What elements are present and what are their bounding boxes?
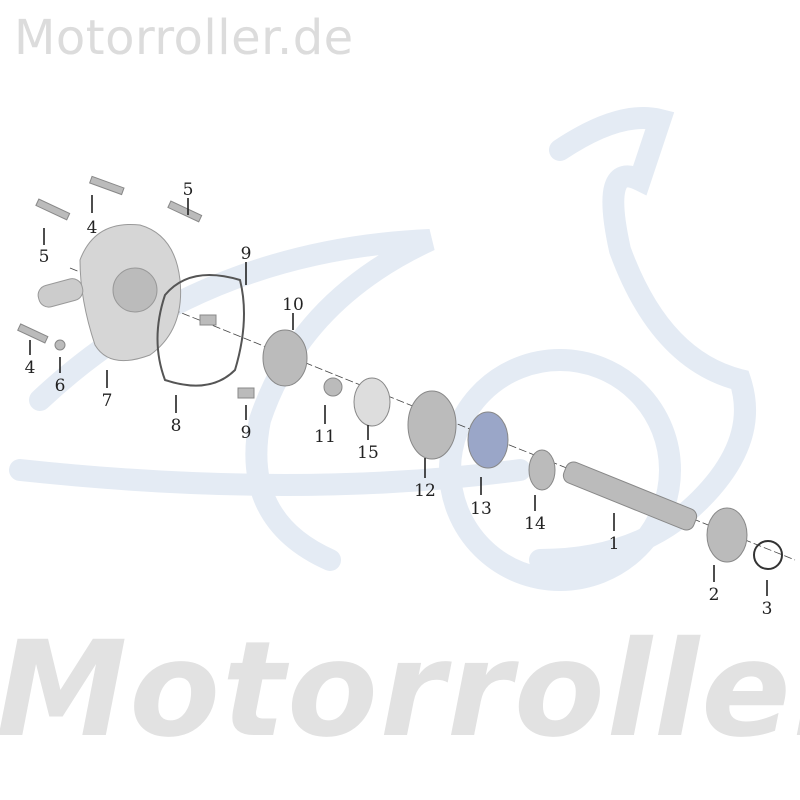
circlip [753,540,783,570]
dowel-pin [199,314,217,326]
bearing-14 [528,449,556,491]
callout-3: 3 [762,599,773,619]
callout-5: 5 [183,180,194,200]
callout-14: 14 [524,514,546,534]
callout-8: 8 [171,416,182,436]
watermark-bottom: Motorroller [0,613,800,767]
callout-7: 7 [102,391,113,411]
callout-6: 6 [55,376,66,396]
callout-4: 4 [25,358,36,378]
impeller [262,329,308,387]
bearing-2 [706,507,748,563]
oil-seal-13 [467,411,509,469]
callout-4: 4 [87,218,98,238]
callout-1: 1 [609,534,620,554]
seal-12 [407,390,457,460]
bolt [89,175,125,196]
callout-12: 12 [414,481,436,501]
callout-15: 15 [357,443,379,463]
seal-15 [353,377,391,427]
gasket [156,274,245,387]
washer [54,339,66,351]
bolt [167,200,203,223]
dowel-pin [237,387,255,399]
callout-2: 2 [709,585,720,605]
watermark-top: Motorroller.de [14,10,354,66]
callout-11: 11 [314,427,336,447]
bolt [35,198,71,221]
pump-cover [37,223,182,362]
callout-10: 10 [282,295,304,315]
shaft [562,461,698,531]
callout-9: 9 [241,244,252,264]
bolt [17,323,49,344]
callout-13: 13 [470,499,492,519]
callout-labels: 5 4 5 9 10 4 6 7 8 9 11 15 12 13 14 1 2 … [25,180,773,619]
callout-9: 9 [241,423,252,443]
seal-washer [323,377,343,397]
callout-5: 5 [39,247,50,267]
